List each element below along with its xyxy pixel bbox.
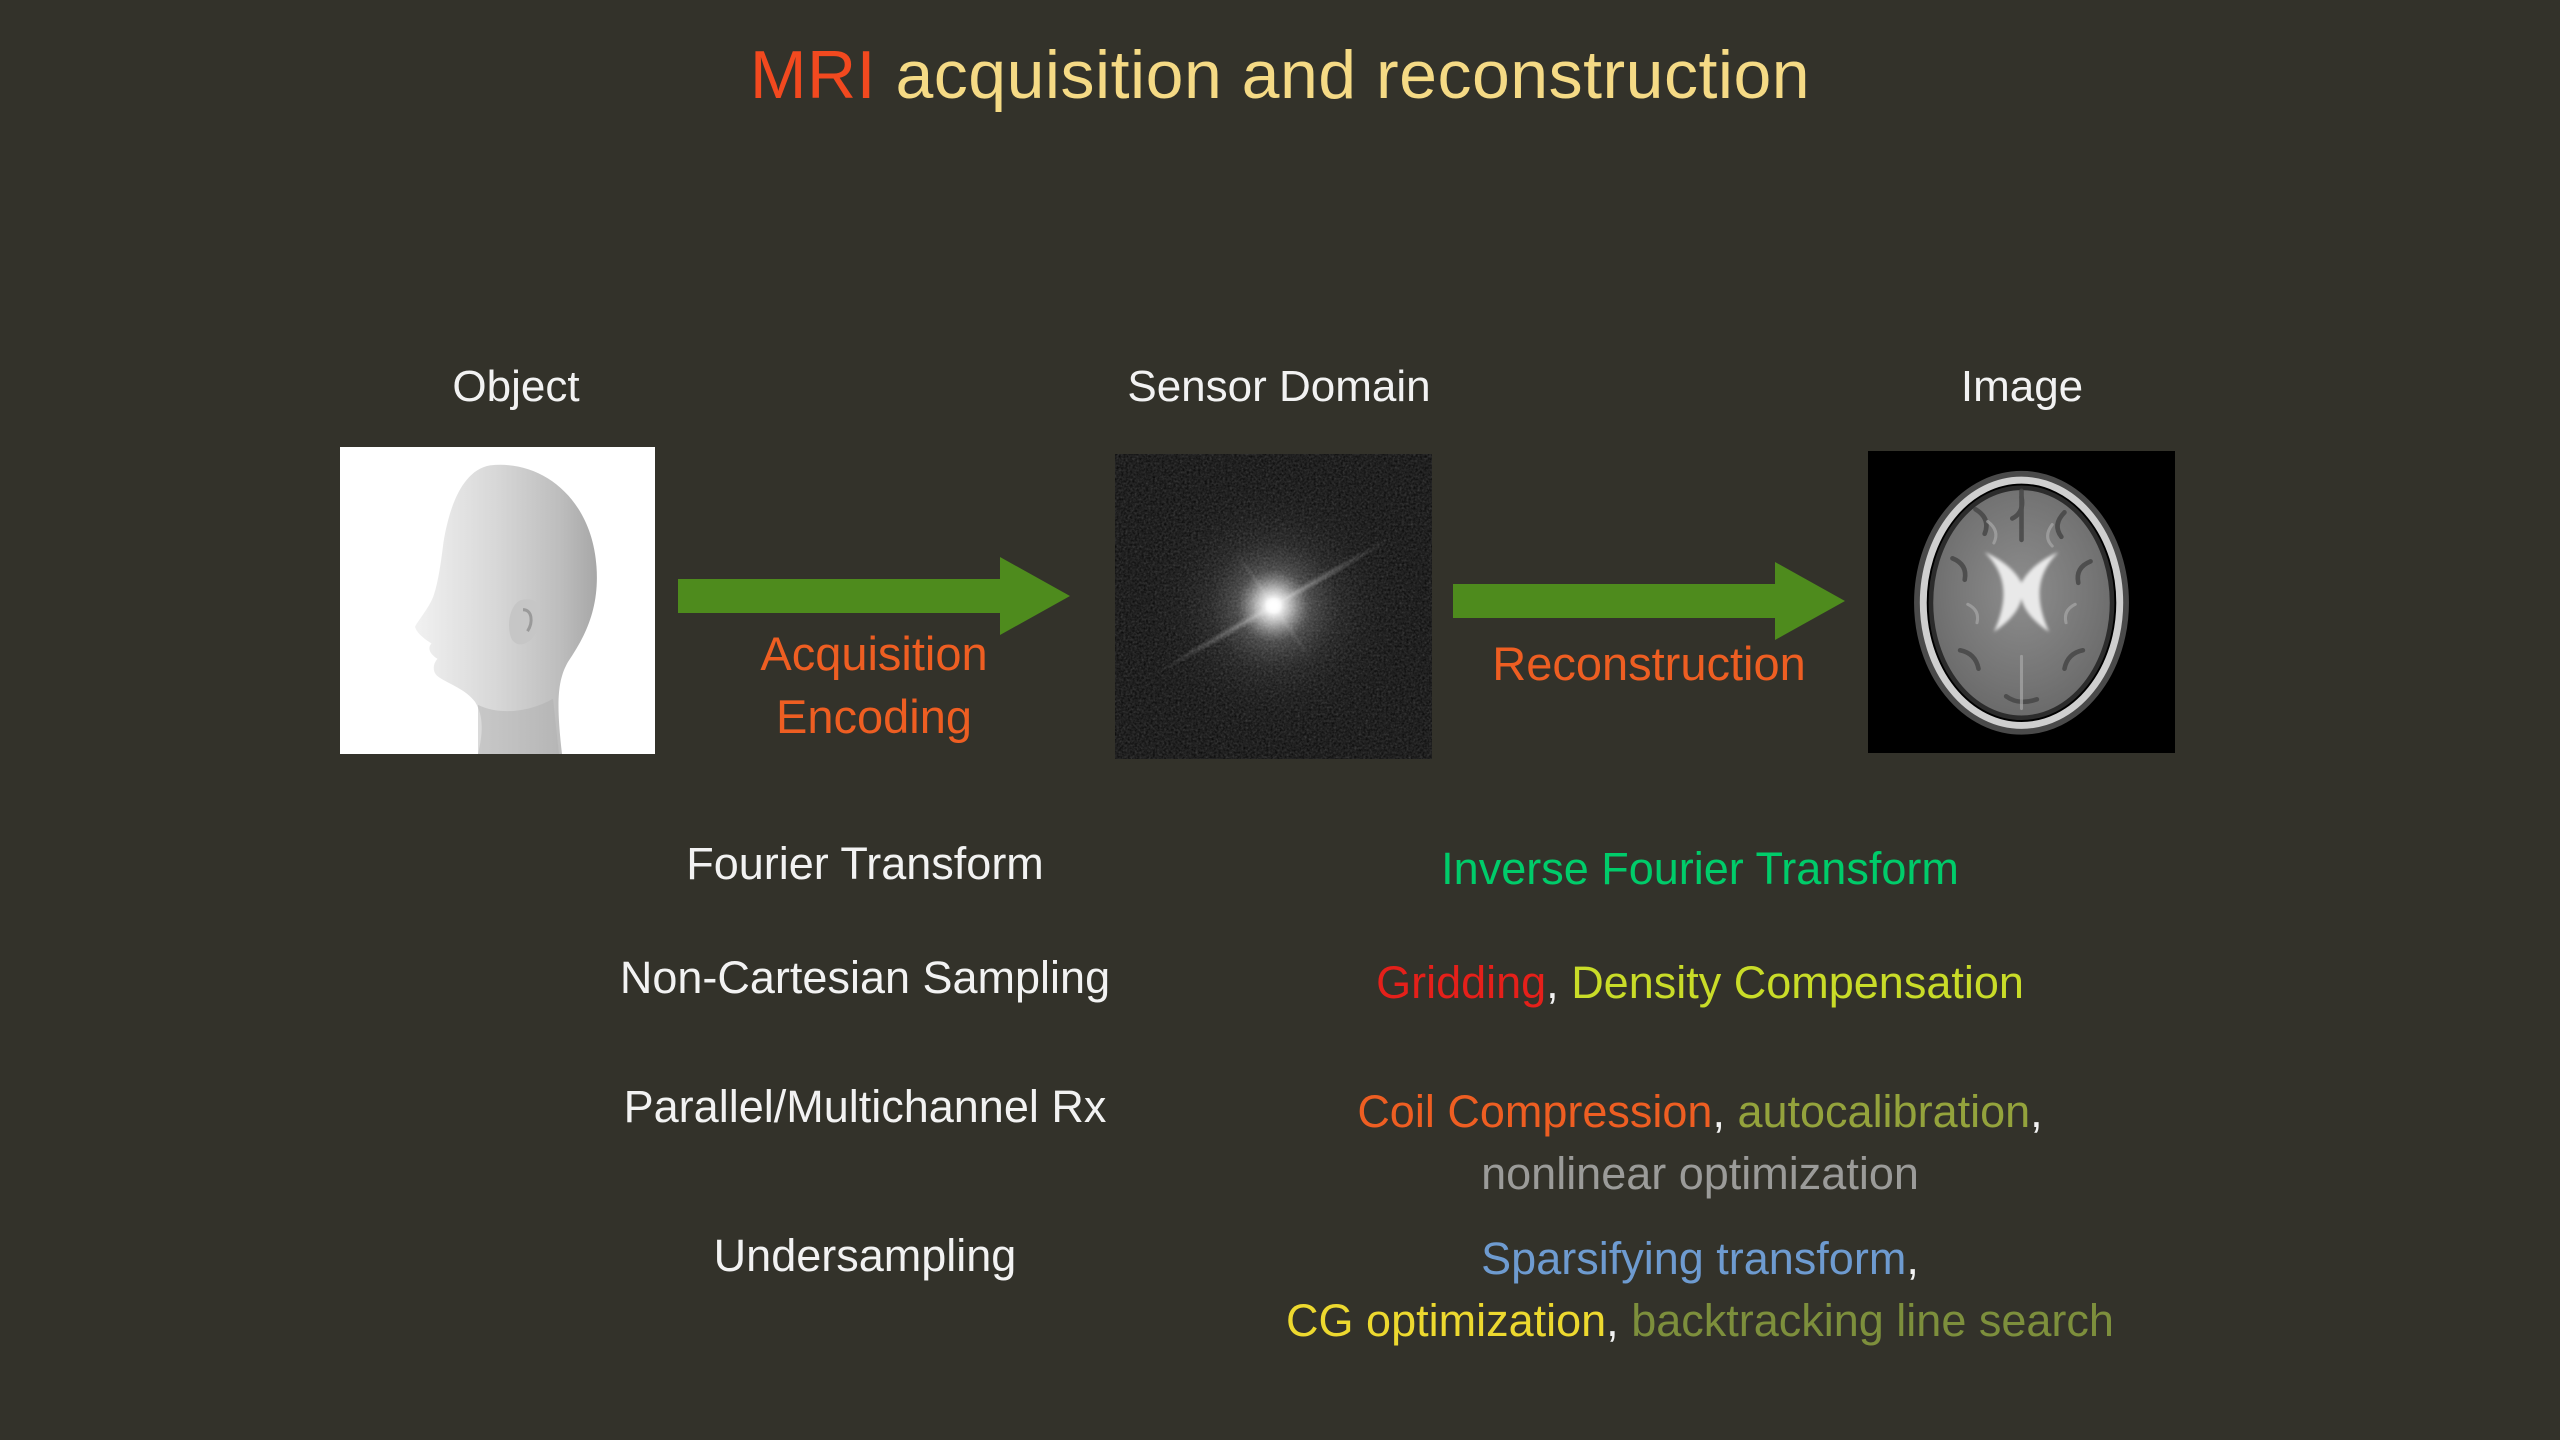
row-segment: CG optimization: [1286, 1295, 1607, 1346]
row-value-line: Sparsifying transform,: [1260, 1228, 2140, 1290]
head-model-image: [340, 447, 655, 754]
brain-mri-icon: [1868, 451, 2175, 753]
slide-title: MRI acquisition and reconstruction: [0, 36, 2560, 114]
kspace-image: [1115, 454, 1432, 759]
row-segment: Inverse Fourier Transform: [1441, 843, 1959, 894]
row-value-line: Coil Compression, autocalibration,: [1260, 1081, 2140, 1143]
right-arrow-icon: [1453, 562, 1845, 640]
image-column-label: Image: [1960, 362, 2084, 411]
row-segment: Density Compensation: [1571, 957, 2024, 1008]
reconstruction-arrow: [1453, 562, 1845, 640]
reconstruction-label: Reconstruction: [1492, 637, 1806, 690]
row-label-fourier-transform: Fourier Transform: [686, 838, 1044, 889]
row-segment: ,: [2030, 1086, 2043, 1137]
row-segment: ,: [1906, 1233, 1919, 1284]
row-value-fourier-transform: Inverse Fourier Transform: [1260, 838, 2140, 900]
acquisition-label-line2: Encoding: [776, 690, 972, 743]
row-segment: Gridding: [1376, 957, 1547, 1008]
acquisition-arrow: [678, 557, 1070, 635]
row-label-parallel-multichannel-rx: Parallel/Multichannel Rx: [623, 1081, 1107, 1132]
row-value-parallel-multichannel-rx: Coil Compression, autocalibration, nonli…: [1260, 1081, 2140, 1205]
row-value-line: CG optimization, backtracking line searc…: [1260, 1290, 2140, 1352]
row-value-undersampling: Sparsifying transform, CG optimization, …: [1260, 1228, 2140, 1352]
row-segment: ,: [1546, 957, 1572, 1008]
row-segment: Sparsifying transform: [1481, 1233, 1907, 1284]
sensor-domain-column-label: Sensor Domain: [1127, 362, 1431, 411]
acquisition-encoding-label: Acquisition Encoding: [658, 622, 1090, 748]
title-rest: acquisition and reconstruction: [876, 37, 1811, 113]
head-model-icon: [340, 447, 655, 754]
row-value-line: nonlinear optimization: [1260, 1143, 2140, 1205]
row-value-non-cartesian-sampling: Gridding, Density Compensation: [1260, 952, 2140, 1014]
kspace-icon: [1115, 454, 1432, 759]
row-segment: Coil Compression: [1357, 1086, 1713, 1137]
row-segment: ,: [1712, 1086, 1738, 1137]
row-segment: ,: [1606, 1295, 1632, 1346]
acquisition-label-line1: Acquisition: [760, 627, 988, 680]
row-label-undersampling: Undersampling: [713, 1230, 1017, 1281]
row-label-non-cartesian-sampling: Non-Cartesian Sampling: [619, 952, 1111, 1003]
brain-mri-image: [1868, 451, 2175, 753]
title-highlight: MRI: [749, 37, 877, 113]
row-segment: autocalibration: [1737, 1086, 2031, 1137]
object-column-label: Object: [452, 362, 580, 411]
row-segment: nonlinear optimization: [1481, 1148, 1919, 1199]
right-arrow-icon: [678, 557, 1070, 635]
row-segment: backtracking line search: [1631, 1295, 2114, 1346]
